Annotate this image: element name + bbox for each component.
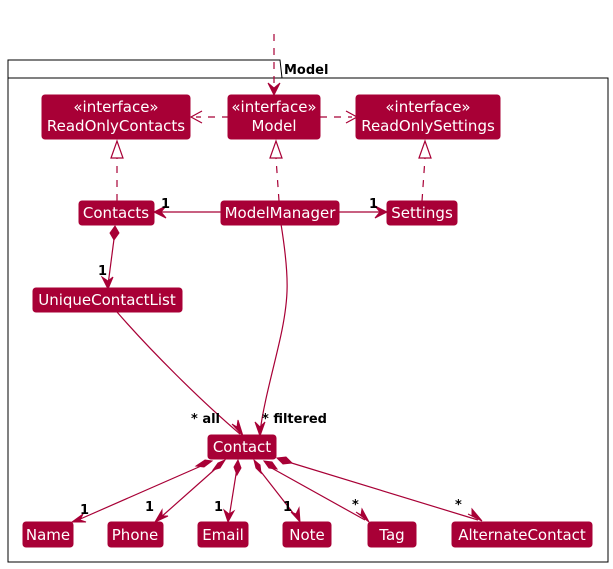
settings-realizes-head bbox=[418, 139, 432, 159]
mult-contact-note: 1 bbox=[283, 500, 292, 515]
contact-name-arrowhead bbox=[70, 513, 87, 523]
class-alternatecontact[interactable]: AlternateContact bbox=[451, 521, 593, 548]
contact-note-edge bbox=[257, 467, 298, 519]
contact-phone-diamond bbox=[211, 458, 227, 471]
contact-alternate-arrowhead bbox=[467, 507, 483, 522]
contact-note-arrowhead bbox=[290, 506, 301, 524]
class-uniquecontactlist[interactable]: UniqueContactList bbox=[32, 287, 183, 313]
contact-tag-arrowhead bbox=[355, 507, 370, 523]
mult-contact-alternate: * bbox=[455, 498, 462, 513]
email-name: Email bbox=[202, 526, 244, 544]
manager-realizes-edge bbox=[275, 157, 280, 202]
settings-realizes-edge bbox=[421, 157, 426, 202]
class-note[interactable]: Note bbox=[282, 521, 332, 548]
class-modelmanager[interactable]: ModelManager bbox=[220, 200, 340, 226]
name-name: Name bbox=[26, 526, 70, 544]
contacts-list-arrowhead bbox=[100, 275, 114, 291]
readonlycontacts-stereotype: «interface» bbox=[73, 98, 158, 116]
manager-contacts-arrowhead bbox=[152, 205, 167, 219]
mult-contacts-list: 1 bbox=[98, 264, 107, 279]
alternatecontact-name: AlternateContact bbox=[458, 526, 586, 544]
package-title: Model bbox=[284, 63, 328, 78]
contacts-name: Contacts bbox=[83, 204, 149, 222]
contact-phone-arrowhead bbox=[153, 508, 169, 524]
manager-contact-arrowhead bbox=[254, 421, 266, 438]
mult-contact-tag: * bbox=[352, 498, 359, 513]
model-readonlycontacts-arrowhead bbox=[189, 110, 203, 124]
mult-manager-contacts: 1 bbox=[161, 197, 170, 212]
tag-name: Tag bbox=[378, 526, 404, 544]
package-frame bbox=[7, 59, 609, 563]
mult-manager-settings: 1 bbox=[369, 197, 378, 212]
class-name[interactable]: Name bbox=[22, 521, 74, 548]
class-contact[interactable]: Contact bbox=[207, 434, 277, 460]
manager-realizes-head bbox=[269, 139, 283, 159]
contact-attribute-edges: 1 1 1 1 * * bbox=[70, 456, 483, 524]
class-tag[interactable]: Tag bbox=[367, 521, 417, 548]
class-email[interactable]: Email bbox=[197, 521, 249, 548]
contact-alternate-edge bbox=[284, 460, 479, 521]
mult-manager-contact: * filtered bbox=[262, 412, 327, 427]
contact-tag-edge bbox=[267, 465, 366, 521]
contact-name: Contact bbox=[213, 438, 271, 456]
contacts-realizes-head bbox=[110, 139, 124, 159]
contact-email-diamond bbox=[233, 458, 242, 477]
phone-name: Phone bbox=[112, 526, 158, 544]
class-readonlysettings[interactable]: «interface» ReadOnlySettings bbox=[355, 94, 501, 140]
note-name: Note bbox=[289, 526, 325, 544]
contact-email-arrowhead bbox=[222, 508, 236, 524]
modelmanager-name: ModelManager bbox=[225, 204, 337, 222]
readonlysettings-stereotype: «interface» bbox=[385, 98, 470, 116]
contact-email-edge bbox=[228, 467, 238, 519]
manager-settings-arrowhead bbox=[374, 205, 389, 219]
contacts-list-diamond bbox=[109, 225, 120, 241]
contact-note-diamond bbox=[253, 458, 262, 475]
mult-contact-phone: 1 bbox=[145, 500, 154, 515]
contacts-list-edge bbox=[107, 238, 115, 286]
contact-name-diamond bbox=[194, 459, 214, 468]
uniquecontactlist-name: UniqueContactList bbox=[38, 291, 176, 309]
class-phone[interactable]: Phone bbox=[107, 521, 164, 548]
model-stereotype: «interface» bbox=[231, 98, 316, 116]
contact-phone-edge bbox=[159, 462, 223, 519]
model-name: Model bbox=[251, 117, 296, 135]
model-package: Model bbox=[7, 59, 609, 563]
manager-contact-edge bbox=[259, 223, 288, 433]
class-model[interactable]: «interface» Model bbox=[227, 94, 321, 140]
settings-name: Settings bbox=[391, 204, 453, 222]
class-settings[interactable]: Settings bbox=[386, 200, 458, 226]
mult-contact-name: 1 bbox=[80, 503, 89, 518]
contact-name-edge bbox=[77, 462, 209, 521]
contact-alternate-diamond bbox=[275, 456, 294, 465]
mult-list-contact: * all bbox=[191, 412, 220, 427]
class-readonlycontacts[interactable]: «interface» ReadOnlyContacts bbox=[41, 94, 191, 140]
mult-contact-email: 1 bbox=[214, 500, 223, 515]
readonlysettings-name: ReadOnlySettings bbox=[361, 117, 495, 135]
list-contact-arrowhead bbox=[231, 419, 244, 437]
entry-arrowhead bbox=[267, 82, 281, 97]
list-contact-edge bbox=[116, 311, 241, 435]
readonlycontacts-name: ReadOnlyContacts bbox=[47, 117, 185, 135]
contact-tag-diamond bbox=[262, 460, 279, 470]
class-contacts[interactable]: Contacts bbox=[78, 200, 155, 226]
